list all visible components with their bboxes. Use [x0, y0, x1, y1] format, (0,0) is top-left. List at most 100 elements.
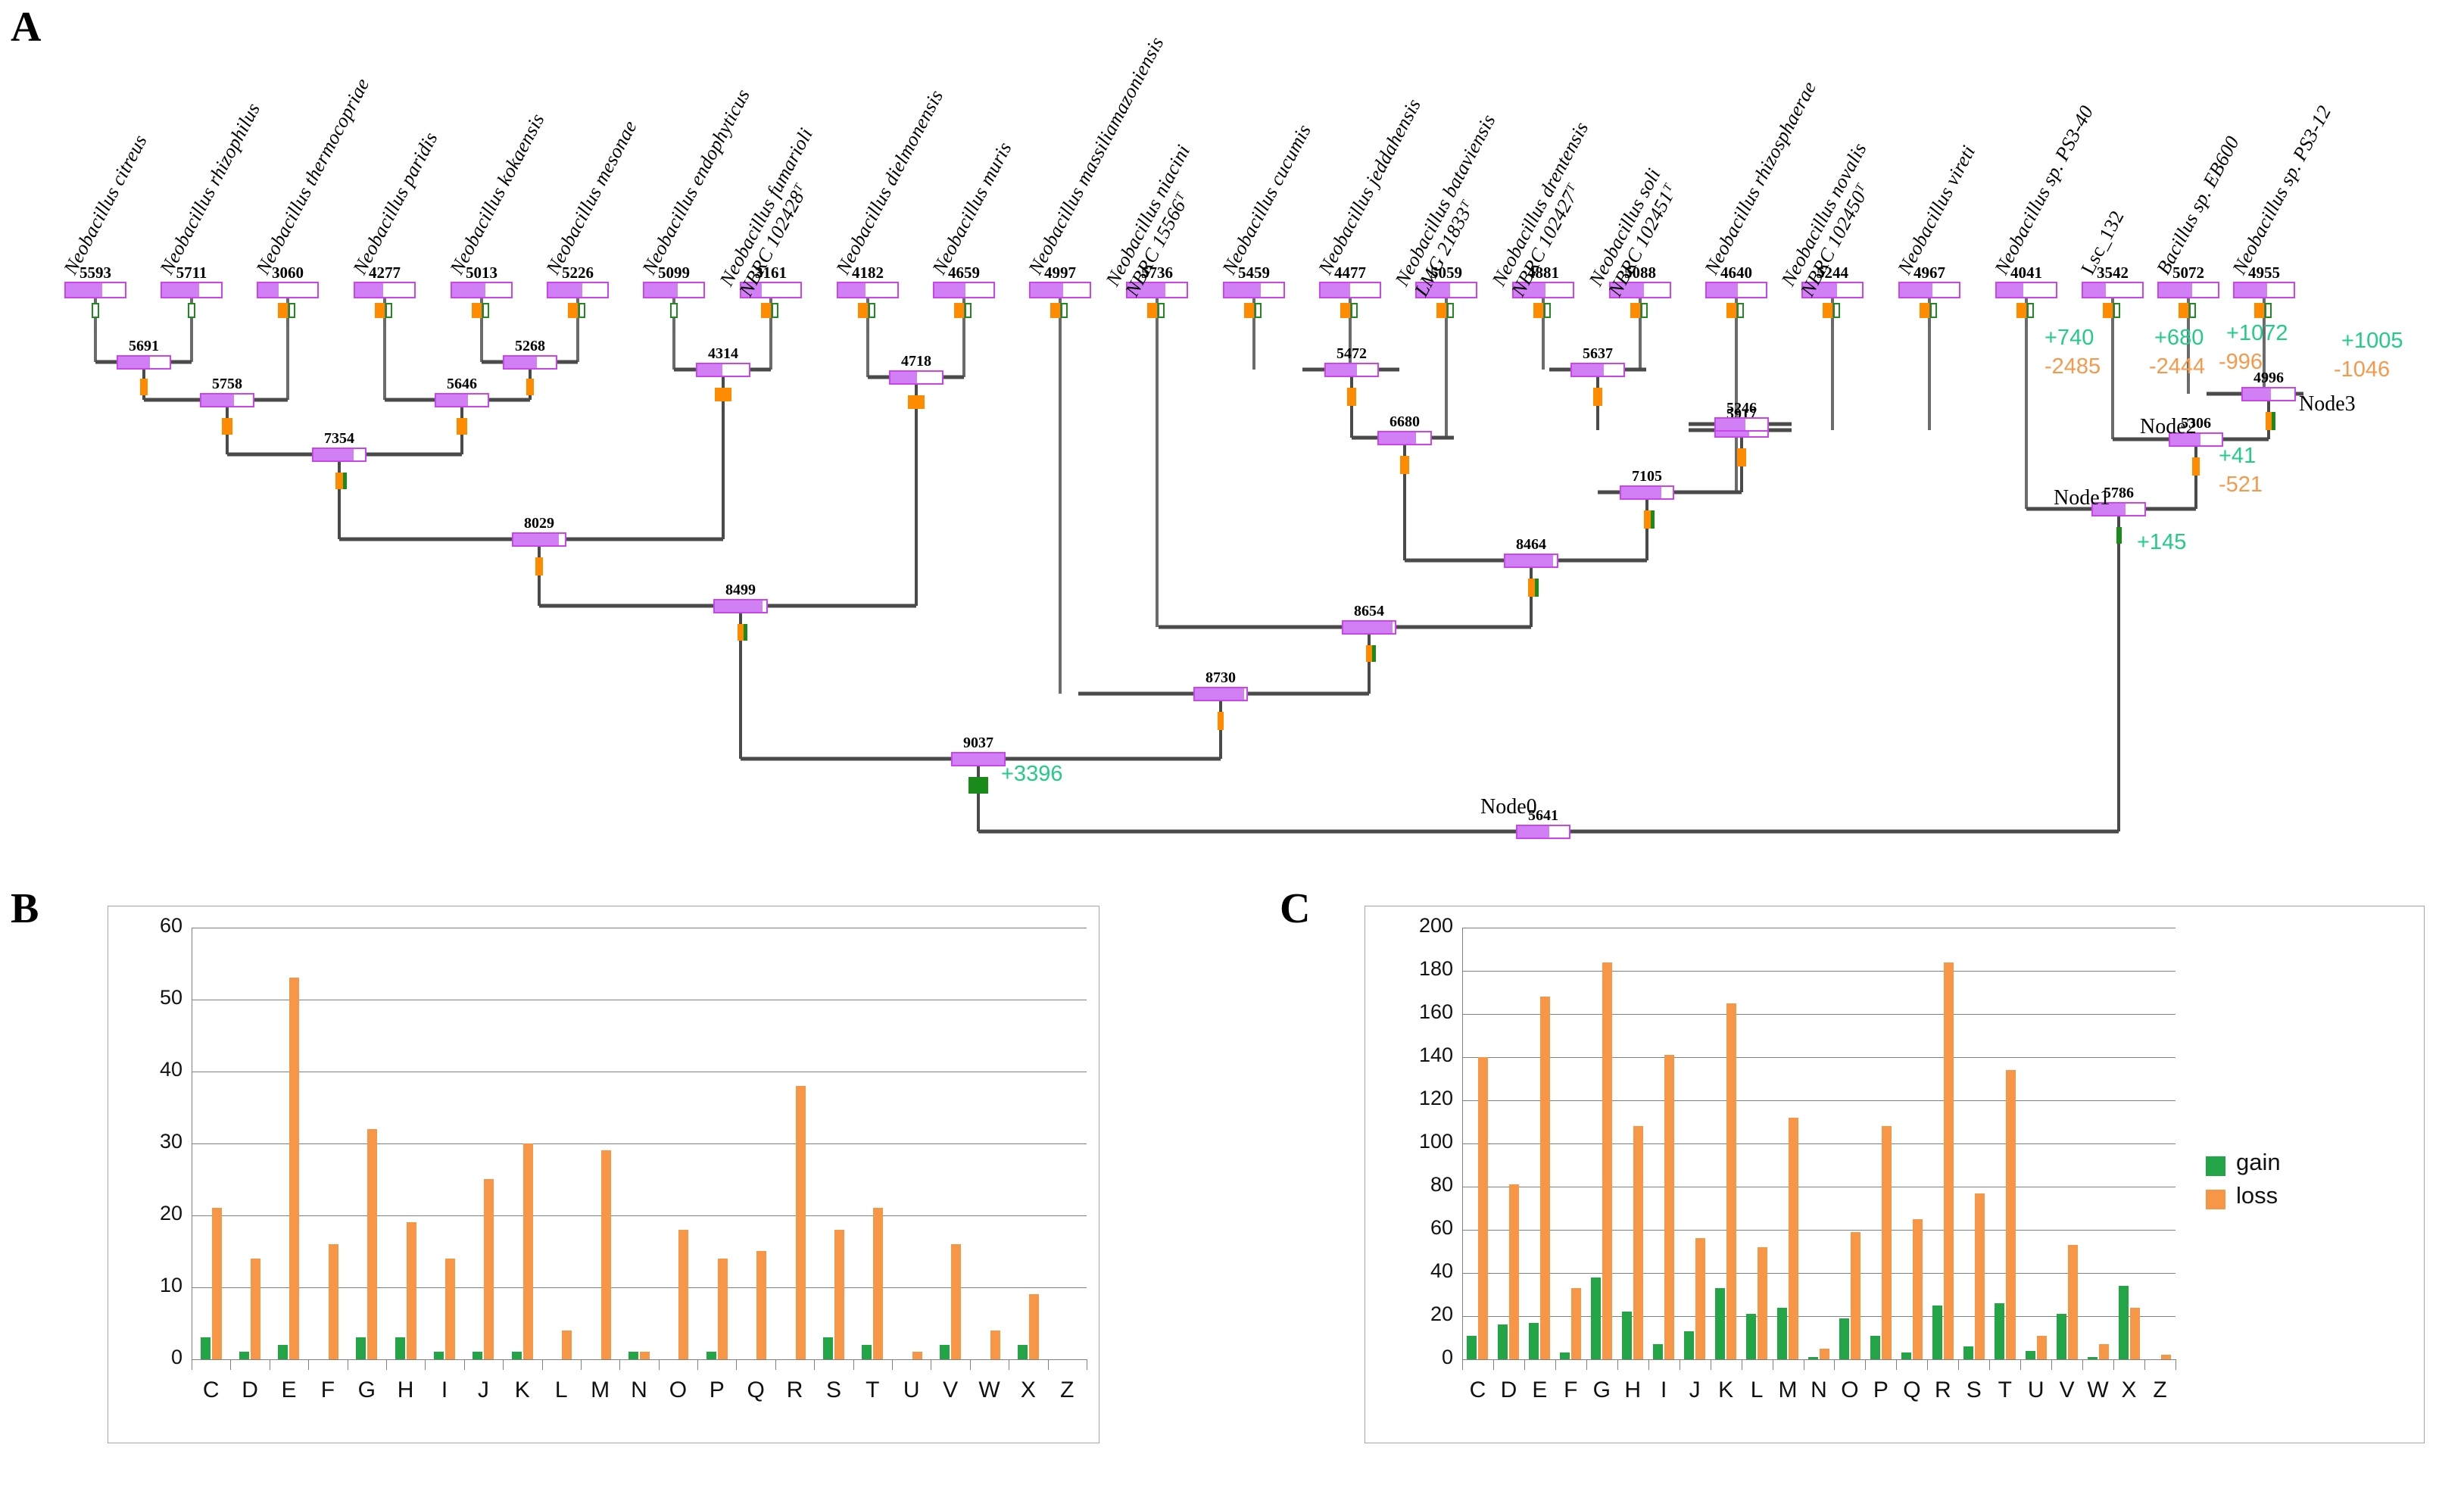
branch-event-marker-loss — [1726, 303, 1736, 318]
leaf-bar-fill — [452, 283, 485, 297]
legend-swatch — [2206, 1190, 2225, 1209]
y-axis-tick-label: 60 — [1430, 1216, 1453, 1239]
branch-event-marker-gain — [2265, 303, 2272, 318]
internal-node-bar-fill — [1505, 554, 1554, 566]
leaf-bar-fill — [258, 283, 279, 297]
branch-event-marker-loss — [2103, 303, 2113, 318]
branch-event-marker-loss — [1218, 712, 1224, 730]
branch-event-marker-gain — [2116, 527, 2122, 544]
bar-loss — [407, 1222, 416, 1359]
bar-gain — [1591, 1278, 1601, 1359]
internal-node-bar — [1714, 416, 1769, 432]
x-axis-tick — [1617, 1359, 1618, 1370]
bar-gain — [2057, 1314, 2066, 1359]
x-axis-tick — [230, 1359, 231, 1370]
x-axis-tick-label: P — [1873, 1377, 1889, 1402]
x-axis-tick — [308, 1359, 309, 1370]
branch-event-marker-gain — [1737, 303, 1744, 318]
x-axis-tick-label: Q — [747, 1377, 765, 1402]
branch-event-marker-loss — [222, 418, 232, 435]
x-axis-tick — [2175, 1359, 2176, 1370]
x-axis-line — [1462, 1359, 2175, 1360]
tree-branch-lines — [94, 298, 2303, 836]
x-axis-tick — [425, 1359, 426, 1370]
bar-loss — [678, 1230, 688, 1359]
bar-loss — [212, 1208, 222, 1359]
leaf-gene-count-bar — [643, 282, 705, 298]
leaf-bar-fill — [1611, 283, 1645, 297]
bar-gain — [434, 1352, 444, 1359]
x-axis-tick-label: J — [477, 1377, 489, 1402]
y-axis-tick-label: 200 — [1418, 914, 1453, 937]
x-axis-tick — [464, 1359, 465, 1370]
x-axis-tick-label: X — [1020, 1377, 1036, 1402]
internal-node-bar-fill — [953, 753, 1004, 765]
internal-node-bar — [1504, 553, 1558, 568]
bar-gain — [1932, 1306, 1942, 1359]
branch-event-marker-loss — [1400, 456, 1409, 474]
leaf-gene-count-label: 5459 — [1238, 264, 1270, 282]
bar-gain — [1839, 1318, 1849, 1359]
x-axis-tick-label: H — [397, 1377, 414, 1402]
bar-gain — [395, 1337, 405, 1359]
internal-node-bar — [1570, 362, 1625, 377]
leaf-gene-count-bar — [257, 282, 319, 298]
internal-node-count-label: 8029 — [524, 515, 554, 532]
x-axis-tick-label: F — [1564, 1377, 1578, 1402]
internal-node-bar — [2241, 386, 2296, 401]
x-axis-tick-label: Z — [1060, 1377, 1074, 1402]
branch-event-marker-gain — [385, 303, 392, 318]
x-axis-tick-label: X — [2121, 1377, 2137, 1402]
bar-loss — [718, 1259, 728, 1359]
internal-node-bar — [200, 392, 254, 407]
bar-loss — [2037, 1336, 2047, 1359]
internal-node-bar-fill — [2170, 433, 2201, 445]
leaf-gene-count-label: 4997 — [1044, 264, 1076, 282]
branch-event-marker-loss — [2179, 303, 2188, 318]
x-axis-tick-label: N — [1811, 1377, 1827, 1402]
bar-loss — [834, 1230, 844, 1359]
loss-annotation: -521 — [2219, 473, 2263, 497]
internal-node-count-label: 5786 — [2104, 485, 2134, 501]
x-axis-tick — [1524, 1359, 1525, 1370]
bar-gain — [940, 1345, 950, 1359]
x-axis-tick — [775, 1359, 776, 1370]
gain-annotation: +680 — [2154, 326, 2204, 350]
internal-node-bar-fill — [1326, 363, 1357, 376]
leaf-gene-count-label: 4881 — [1527, 264, 1559, 282]
leaf-gene-count-label: 5244 — [1817, 264, 1848, 282]
x-axis-tick-label: W — [2087, 1377, 2109, 1402]
branch-event-marker-loss — [858, 303, 868, 318]
leaf-bar-fill — [644, 283, 678, 297]
internal-node-count-label: 5246 — [1726, 400, 1757, 416]
branch-event-marker-loss — [1347, 388, 1356, 406]
branch-event-marker-gain — [1061, 303, 1068, 318]
x-axis-tick-label: G — [1592, 1377, 1611, 1402]
leaf-bar-fill — [2235, 283, 2267, 297]
y-gridline — [1462, 1273, 2175, 1274]
internal-node-count-label: 5641 — [1528, 807, 1558, 824]
internal-node-bar-fill — [2243, 388, 2272, 400]
branch-event-marker-loss — [1630, 303, 1640, 318]
bar-loss — [1851, 1232, 1860, 1359]
y-axis-tick-label: 40 — [159, 1058, 182, 1081]
x-axis-tick — [1989, 1359, 1990, 1370]
x-axis-tick — [2113, 1359, 2114, 1370]
x-axis-tick — [1048, 1359, 1049, 1370]
x-axis-tick-label: C — [1469, 1377, 1486, 1402]
bar-gain — [1808, 1357, 1818, 1359]
leaf-gene-count-bar — [1319, 282, 1381, 298]
leaf-bar-fill — [934, 283, 965, 297]
x-axis-tick-label: Q — [1903, 1377, 1921, 1402]
leaf-bar-fill — [741, 283, 763, 297]
internal-node-count-label: 7105 — [1632, 468, 1662, 485]
bar-gain — [278, 1345, 288, 1359]
bar-gain — [1870, 1336, 1880, 1359]
leaf-gene-count-label: 5736 — [1141, 264, 1173, 282]
bar-gain — [1467, 1336, 1477, 1359]
y-axis-tick-label: 30 — [159, 1130, 182, 1153]
bar-gain — [512, 1352, 522, 1359]
internal-node-bar-fill — [1517, 825, 1550, 838]
